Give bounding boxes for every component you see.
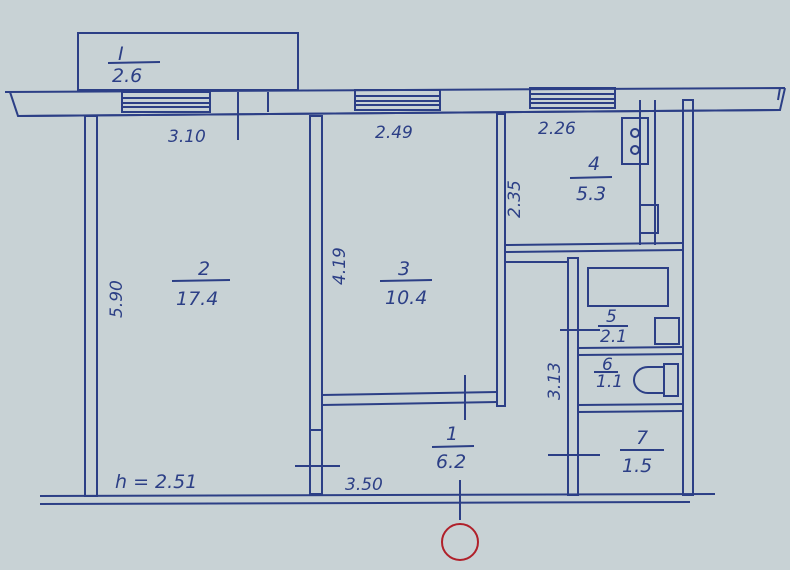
room-4-label: 4 5.3 bbox=[569, 153, 613, 205]
svg-text:5: 5 bbox=[606, 307, 617, 327]
dimension-ticks bbox=[295, 261, 600, 520]
room-5-label: 5 2.1 bbox=[598, 307, 628, 347]
balcony-outline bbox=[77, 32, 299, 91]
dim-room3-length: 4.19 bbox=[330, 247, 350, 285]
svg-text:10.4: 10.4 bbox=[385, 287, 427, 309]
dim-hall-length: 3.50 bbox=[345, 475, 383, 495]
svg-text:1.5: 1.5 bbox=[622, 455, 652, 477]
dim-room3-width: 2.49 bbox=[375, 123, 413, 143]
dim-kitchen-width: 2.26 bbox=[538, 119, 576, 139]
bathtub-icon bbox=[587, 267, 669, 307]
windows bbox=[121, 87, 616, 140]
ceiling-height: h = 2.51 bbox=[115, 471, 197, 493]
svg-text:3: 3 bbox=[398, 258, 410, 280]
svg-text:6: 6 bbox=[602, 355, 613, 375]
svg-text:1.1: 1.1 bbox=[596, 372, 623, 392]
svg-text:2.1: 2.1 bbox=[600, 327, 627, 347]
fixtures bbox=[587, 117, 680, 397]
room-7-label: 7 1.5 bbox=[620, 427, 664, 477]
svg-text:2: 2 bbox=[198, 258, 210, 280]
room-1-label: 1 6.2 bbox=[431, 423, 475, 473]
dim-room2-width: 3.10 bbox=[168, 127, 206, 147]
svg-text:7: 7 bbox=[636, 427, 648, 449]
toilet-icon bbox=[633, 366, 665, 394]
room-2-label: 2 17.4 bbox=[171, 258, 231, 310]
dim-bath-length: 3.13 bbox=[545, 362, 565, 400]
svg-text:17.4: 17.4 bbox=[176, 288, 218, 310]
balcony-area: 2.6 bbox=[112, 65, 142, 87]
room-3-label: 3 10.4 bbox=[379, 258, 433, 309]
svg-text:1: 1 bbox=[446, 423, 458, 445]
balcony-number: I bbox=[118, 43, 124, 65]
svg-text:6.2: 6.2 bbox=[436, 451, 466, 473]
entrance-marker bbox=[441, 523, 479, 561]
svg-text:4: 4 bbox=[588, 153, 600, 175]
room-6-label: 6 1.1 bbox=[594, 355, 623, 392]
sink-icon bbox=[639, 204, 659, 234]
washbasin-icon bbox=[654, 317, 680, 345]
stove-icon bbox=[621, 117, 649, 165]
dim-kitchen-length: 2.35 bbox=[505, 180, 525, 218]
dim-room2-length: 5.90 bbox=[107, 280, 127, 318]
walls bbox=[39, 99, 716, 505]
svg-text:5.3: 5.3 bbox=[576, 183, 606, 205]
